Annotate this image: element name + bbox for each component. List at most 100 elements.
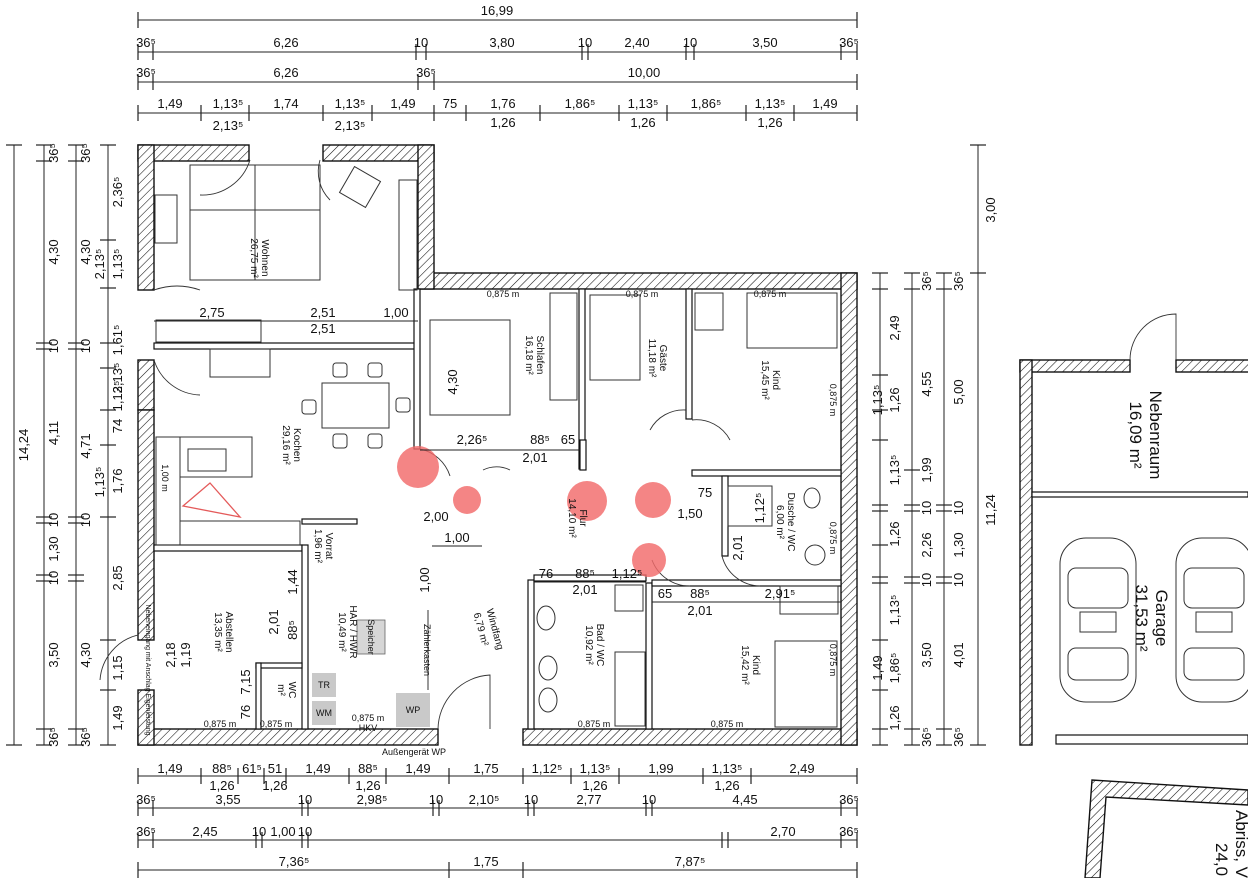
window-label: 0,875 m: [578, 719, 611, 729]
dim-ro-6: 36⁵: [951, 727, 966, 747]
dim-lm-6: 4,30: [78, 642, 93, 667]
dim-t2-5: 2,40: [624, 35, 649, 50]
room-name-kind1: Kind: [770, 370, 781, 390]
left-dimensions: 14,24 36⁵ 4,30 10 4,11 10 1,30 10 3,50 3…: [6, 143, 125, 747]
garage-building: Nebenraum 16,09 m² Garage 31,53 m²: [1019, 313, 1248, 746]
room-name-kind2: Kind: [750, 655, 761, 675]
toilet-icon: [803, 487, 821, 509]
dim-t4b-1: 2,13⁵: [335, 118, 366, 133]
dim-t4-3: 1,13⁵: [335, 96, 366, 111]
work-triangle: [181, 482, 242, 518]
label-speicher: Speicher: [366, 619, 376, 655]
dim-b4-0: 7,36⁵: [279, 854, 310, 869]
marker-5: [632, 543, 666, 577]
room-area-har: 10,49 m²: [336, 612, 347, 652]
dim-rm-0: 36⁵: [919, 271, 934, 291]
dim-ro-5: 4,01: [951, 642, 966, 667]
dim-b1-11: 1,13⁵: [712, 761, 743, 776]
red-markers: [397, 446, 671, 577]
dim-b2-4: 10: [429, 792, 443, 807]
marker-2: [453, 486, 481, 514]
label-wp: WP: [406, 705, 421, 715]
dining-table: [321, 382, 390, 429]
idim-430: 4,30: [445, 369, 460, 394]
interior-walls: [153, 288, 842, 730]
bed-icon: [589, 294, 641, 381]
idim-201c: 2,01: [687, 603, 712, 618]
dim-lo-8: 36⁵: [46, 727, 61, 747]
idim-75: 75: [698, 485, 712, 500]
top-dimensions: 16,99 36⁵ 6,26 10 3,80 10 2,40 10 3,50 3…: [136, 3, 859, 133]
idim-218: 2,18: [163, 642, 178, 667]
dim-lm-3: 4,71: [78, 433, 93, 458]
dim-b1-5: 88⁵: [358, 761, 378, 776]
toilet-icon: [538, 655, 558, 681]
dim-b1-10: 1,99: [648, 761, 673, 776]
dim-t2-0: 36⁵: [136, 35, 156, 50]
dim-li-7: 1,15: [110, 655, 125, 680]
shower-icon: [727, 485, 773, 527]
abriss-area: 24,0: [1212, 843, 1231, 876]
window-label: 0,875 m: [828, 384, 838, 417]
dim-b2-9: 4,45: [732, 792, 757, 807]
idim-150: 1,50: [677, 506, 702, 521]
dim-t4-4: 1,49: [390, 96, 415, 111]
idim-1125: 1,12⁵: [752, 493, 767, 524]
room-labels: Wohnen 26,75 m² Kochen 29,16 m² Schlafen…: [212, 238, 796, 698]
idim-100c: 1,00: [417, 567, 432, 592]
label-hkv: HKV: [359, 723, 378, 733]
dim-b4-2: 7,87⁵: [675, 854, 706, 869]
dim-li-2: 1,61⁵: [110, 325, 125, 356]
dim-b3-2: 10: [252, 824, 266, 839]
dim-li-0: 2,36⁵: [110, 177, 125, 208]
dim-b1-2: 61⁵: [242, 761, 262, 776]
dim-rm-1: 4,55: [919, 371, 934, 396]
room-area-kind1: 15,45 m²: [759, 360, 770, 400]
idim-65: 65: [561, 432, 575, 447]
bottom-dimensions: 1,49 88⁵ 61⁵ 51 1,49 88⁵ 1,49 1,75 1,12⁵…: [136, 761, 859, 878]
dim-lo-5: 1,30: [46, 536, 61, 561]
dim-li-8: 1,49: [110, 705, 125, 730]
marker-1: [397, 446, 439, 488]
label-wm: WM: [316, 708, 332, 718]
bed-icon: [774, 640, 838, 728]
dim-li-6: 1,76: [110, 468, 125, 493]
idim-76b: 76: [238, 705, 253, 719]
dim-b1-1: 88⁵: [212, 761, 232, 776]
dim-lo-7: 3,50: [46, 642, 61, 667]
bathtub-icon: [614, 651, 646, 727]
idim-251a: 2,51: [310, 305, 335, 320]
dim-lm-1: 4,30: [78, 239, 93, 264]
dim-t2-3: 3,80: [489, 35, 514, 50]
abriss-building: Abriss, V 24,0: [1084, 779, 1248, 878]
dim-ri-6: 1,26: [887, 705, 902, 730]
dim-li-1: 1,13⁵: [110, 249, 125, 280]
dim-lm-5: 2,85: [110, 565, 125, 590]
room-name-flur: Flur: [577, 509, 588, 527]
idim-65b: 65: [658, 586, 672, 601]
room-area-kind2: 15,42 m²: [739, 645, 750, 685]
cooktop-icon: [187, 448, 227, 472]
dim-lo-3: 4,11: [46, 421, 61, 445]
right-dimensions: 2,49 1,26 1,13⁵ 1,26 1,13⁵ 1,86⁵ 1,26 1,…: [870, 144, 998, 747]
dim-ri-2: 1,13⁵: [887, 455, 902, 486]
dim-t4b-2: 1,26: [490, 115, 515, 130]
dim-b2-1: 3,55: [215, 792, 240, 807]
room-name-vorrat: Vorrat: [323, 533, 334, 560]
annotations: Außengerät WP HKV TR WM WP Zählerkasten …: [144, 464, 446, 757]
sink-icon: [804, 544, 826, 566]
dim-t4-0: 1,49: [157, 96, 182, 111]
idim-100b: 1,00: [444, 530, 469, 545]
idim-144: 1,44: [285, 569, 300, 594]
dim-rm-2: 1,99: [919, 457, 934, 482]
idim-885c: 88⁵: [690, 586, 710, 601]
dim-b3-5: 2,70: [770, 824, 795, 839]
idim-201b: 2,01: [572, 582, 597, 597]
dim-b1-4: 1,49: [305, 761, 330, 776]
dim-b3-6: 36⁵: [839, 824, 859, 839]
dim-lo-4: 10: [46, 513, 61, 527]
idim-112: 1,12⁵: [612, 566, 643, 581]
dim-t2-7: 3,50: [752, 35, 777, 50]
bed-icon: [429, 319, 511, 416]
